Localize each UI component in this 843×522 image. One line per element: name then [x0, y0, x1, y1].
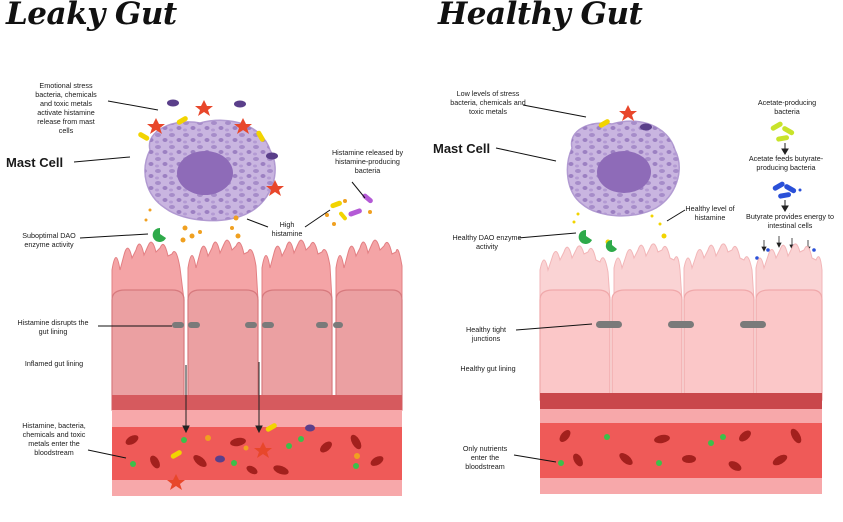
healthy-dao-label: Healthy DAO enzyme activity — [452, 233, 522, 251]
healthy-junctions — [596, 321, 766, 328]
healthy-villi — [539, 243, 823, 301]
healthy-bloodstream-bottom — [540, 478, 822, 494]
leaky-histamine-granules — [144, 208, 241, 243]
leaky-leader-lines — [73, 100, 366, 459]
leaky-lining-base — [112, 395, 402, 413]
bacteria-flow-arrows — [781, 143, 789, 212]
leaky-mast-cell — [144, 119, 276, 222]
leaky-dao-label: Suboptimal DAO enzyme activity — [22, 231, 76, 249]
acetate-feeds-label: Acetate feeds butyrate-producing bacteri… — [748, 154, 824, 172]
healthy-dao-enzyme-icon-2 — [605, 239, 617, 252]
healthy-lining-base — [540, 393, 822, 409]
leaky-blood-contents — [125, 423, 384, 490]
leaky-submucosa — [112, 410, 402, 427]
butyrate-arrows — [761, 236, 811, 252]
leaky-stress-label: Emotional stress bacteria, chemicals and… — [35, 81, 97, 135]
leaky-gut-title: Leaky Gut — [6, 0, 177, 32]
leaky-histamine-bacteria — [325, 193, 373, 226]
butyrate-producing-bacteria — [772, 181, 802, 199]
healthy-mast-cell-label: Mast Cell — [433, 141, 491, 156]
healthy-bloodstream — [540, 423, 822, 478]
leaky-bacteria-label: Histamine released by histamine-producin… — [331, 148, 404, 175]
acetate-producing-bacteria — [770, 121, 795, 142]
acetate-bacteria-label: Acetate-producing bacteria — [757, 98, 817, 116]
healthy-gut-title: Healthy Gut — [438, 0, 643, 32]
leaky-epithelial-cells — [111, 289, 403, 411]
high-histamine-label: High histamine — [271, 220, 303, 238]
healthy-submucosa — [540, 409, 822, 423]
leaky-penetration-arrows — [182, 362, 263, 434]
leaky-bloodstream-bottom — [112, 480, 402, 496]
leaky-junctions — [172, 322, 343, 328]
leaky-bloodstream-label: Histamine, bacteria, chemicals and toxic… — [22, 421, 86, 457]
butyrate-energy-label: Butyrate provides energy to intestinal c… — [746, 212, 834, 230]
histamine-disrupts-label: Histamine disrupts the gut lining — [17, 318, 89, 336]
healthy-stress-label: Low levels of stress bacteria, chemicals… — [450, 89, 526, 116]
leaky-mast-cell-label: Mast Cell — [6, 155, 64, 170]
healthy-mast-cell-nucleus — [597, 151, 651, 193]
healthy-mast-cell — [566, 120, 680, 217]
healthy-leader-lines — [495, 104, 686, 463]
leaky-triggers — [138, 99, 284, 196]
inflamed-lining-label: Inflamed gut lining — [24, 359, 84, 368]
healthy-junctions-label: Healthy tight junctions — [466, 325, 506, 343]
healthy-dao-enzyme-icon — [578, 229, 592, 244]
nutrients-label: Only nutrients enter the bloodstream — [462, 444, 508, 471]
healthy-lining-label: Healthy gut lining — [460, 364, 516, 373]
healthy-epithelial-cells — [539, 289, 823, 401]
healthy-histamine-label: Healthy level of histamine — [685, 204, 735, 222]
leaky-villi — [111, 239, 403, 301]
leaky-dao-enzyme-icon — [152, 227, 166, 242]
healthy-blood-contents — [558, 428, 802, 471]
leaky-mast-cell-nucleus — [177, 151, 233, 195]
